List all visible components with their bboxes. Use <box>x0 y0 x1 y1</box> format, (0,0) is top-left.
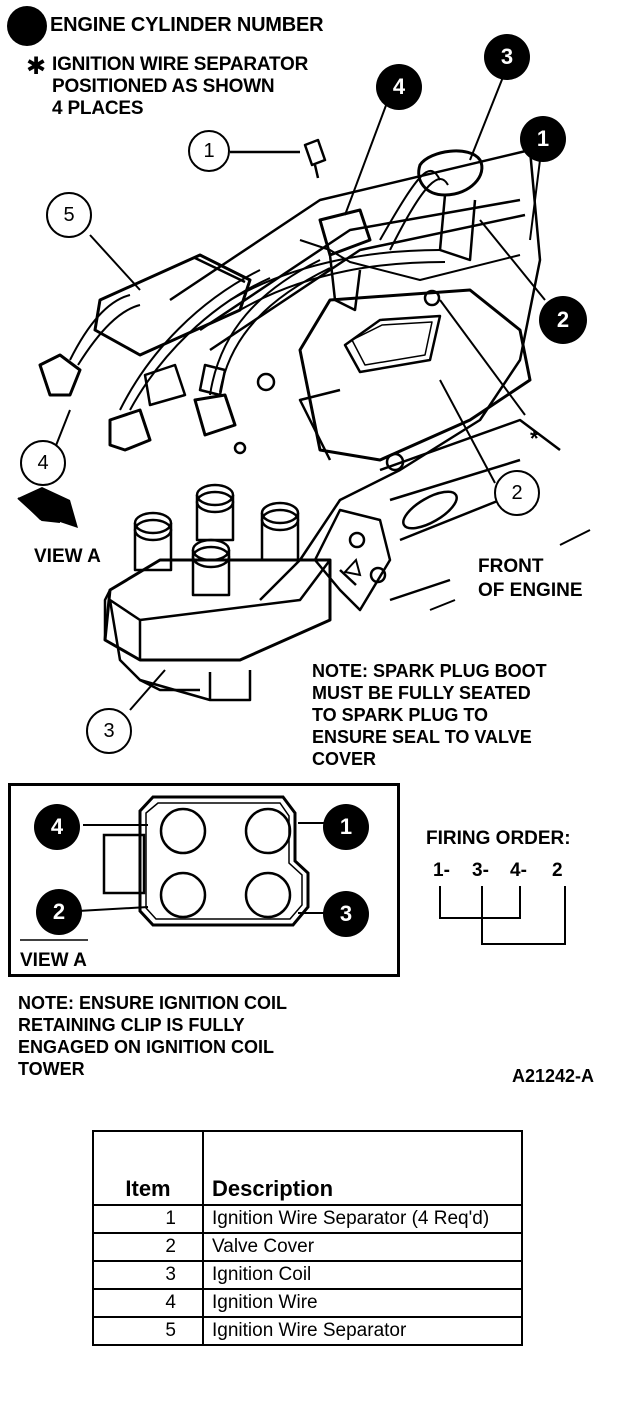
callout-1-right: 1 <box>520 116 566 162</box>
legend-separator-line2: POSITIONED AS SHOWN <box>52 76 275 97</box>
firing-order-3: 3- <box>472 860 489 881</box>
note-spark-plug-line3: TO SPARK PLUG TO <box>312 705 489 725</box>
legend-separator-line3: 4 PLACES <box>52 98 144 119</box>
table-cell-description: Ignition Wire <box>202 1288 523 1318</box>
firing-order-2: 2 <box>552 860 563 881</box>
firing-order-brackets <box>439 886 566 945</box>
asterisk-icon: ✱ <box>26 53 47 80</box>
note-coil-line3: ENGAGED ON IGNITION COIL <box>18 1037 275 1057</box>
table-cell-description: Ignition Wire Separator <box>202 1316 523 1346</box>
table-row: 3 Ignition Coil <box>92 1260 523 1290</box>
legend-separator-line1: IGNITION WIRE SEPARATOR <box>52 54 309 75</box>
table-row: 2 Valve Cover <box>92 1232 523 1262</box>
callout-3-bottom: 3 <box>86 708 132 754</box>
note-coil-line4: TOWER <box>18 1059 85 1079</box>
note-coil-line2: RETAINING CLIP IS FULLY <box>18 1015 245 1035</box>
table-cell-description: Ignition Coil <box>202 1260 523 1290</box>
view-a-label: VIEW A <box>34 546 101 567</box>
table-row: 5 Ignition Wire Separator <box>92 1316 523 1346</box>
note-spark-plug-line1: NOTE: SPARK PLUG BOOT <box>312 661 547 681</box>
note-coil-line1: NOTE: ENSURE IGNITION COIL <box>18 993 288 1013</box>
note-spark-plug-line5: COVER <box>312 749 377 769</box>
asterisk-marker: * <box>530 426 539 451</box>
table-row: 4 Ignition Wire <box>92 1288 523 1318</box>
callout-2-right-filled: 2 <box>539 296 587 344</box>
coil-top-view <box>20 795 326 941</box>
callout-2-mid: 2 <box>494 470 540 516</box>
front-of-engine-line1: FRONT <box>478 556 544 577</box>
engine-illustration <box>17 71 591 711</box>
parts-table: Item Description 1 Ignition Wire Separat… <box>92 1130 523 1346</box>
front-of-engine-line2: OF ENGINE <box>478 580 583 601</box>
table-header-item: Item <box>92 1130 204 1206</box>
firing-order-4: 4- <box>510 860 527 881</box>
table-header-description: Description <box>202 1130 523 1206</box>
callout-4-left: 4 <box>20 440 66 486</box>
table-cell-item: 5 <box>92 1316 204 1346</box>
legend-filled-circle-icon <box>7 6 47 46</box>
callout-1-top: 1 <box>188 130 230 172</box>
note-spark-plug-line4: ENSURE SEAL TO VALVE <box>312 727 532 747</box>
table-cell-description: Valve Cover <box>202 1232 523 1262</box>
table-cell-item: 2 <box>92 1232 204 1262</box>
view-a-box <box>8 783 400 977</box>
table-row: 1 Ignition Wire Separator (4 Req'd) <box>92 1204 523 1234</box>
callout-3-top: 3 <box>484 34 530 80</box>
view-a-cyl-3: 3 <box>323 891 369 937</box>
table-cell-item: 4 <box>92 1288 204 1318</box>
view-a-caption: VIEW A <box>20 950 87 971</box>
callout-4-top: 4 <box>376 64 422 110</box>
callout-5-left: 5 <box>46 192 92 238</box>
firing-order-1: 1- <box>433 860 450 881</box>
figure-id: A21242-A <box>512 1066 595 1086</box>
legend-cylinder-number: ENGINE CYLINDER NUMBER <box>50 14 324 36</box>
note-spark-plug-line2: MUST BE FULLY SEATED <box>312 683 531 703</box>
firing-order-title: FIRING ORDER: <box>426 828 571 849</box>
view-a-cyl-2: 2 <box>36 889 82 935</box>
table-header-row: Item Description <box>92 1130 523 1206</box>
table-cell-description: Ignition Wire Separator (4 Req'd) <box>202 1204 523 1234</box>
view-a-cyl-1: 1 <box>323 804 369 850</box>
table-cell-item: 1 <box>92 1204 204 1234</box>
table-cell-item: 3 <box>92 1260 204 1290</box>
view-a-cyl-4: 4 <box>34 804 80 850</box>
